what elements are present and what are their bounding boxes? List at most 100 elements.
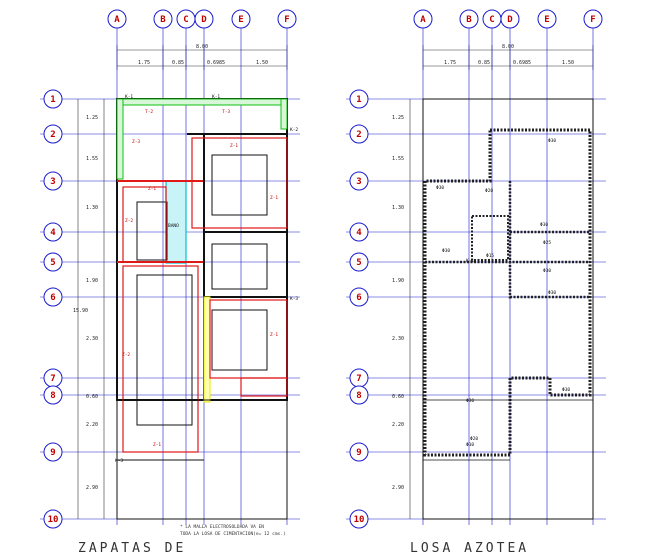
plan-left: 8.00 1.75 0.85 0.6985 1.50 [40, 28, 300, 555]
col-label-b-left: B [160, 15, 166, 25]
row-label-8-right: 8 [356, 391, 361, 401]
col-dim-2-r: 0.85 [478, 60, 490, 66]
row-bubble-4-left [43, 222, 63, 242]
col-bubble-e-left [231, 9, 251, 29]
label-z2-b: Z-2 [122, 352, 130, 358]
col-bubble-a-left [107, 9, 127, 29]
col-bubble-f-left [277, 9, 297, 29]
row-dim-1-r: 1.25 [392, 115, 404, 121]
row-gridlines-right [346, 98, 606, 520]
row-bubble-9-right [349, 442, 369, 462]
row-label-2-left: 2 [50, 130, 55, 140]
row-dim-5-r: 2.30 [392, 336, 404, 342]
row-dim-4: 1.90 [86, 278, 98, 284]
col-dim-4-r: 1.50 [562, 60, 574, 66]
row-bubble-4-right [349, 222, 369, 242]
col-bubble-d-left [194, 9, 214, 29]
col-label-e-right: E [544, 15, 549, 25]
col-label-d-right: D [507, 15, 513, 25]
col-label-d-left: D [201, 15, 207, 25]
row-dim-8: 2.90 [86, 485, 98, 491]
row-label-9-right: 9 [356, 448, 361, 458]
row-dim-2-r: 1.55 [392, 156, 404, 162]
col-bubble-b-right [459, 9, 479, 29]
label-k1-b: K-1 [212, 94, 220, 100]
row-label-4-left: 4 [50, 228, 56, 238]
row-bubble-5-right [349, 252, 369, 272]
row-bubble-3-right [349, 171, 369, 191]
total-height-left: 15.90 [73, 308, 88, 314]
row-dim-5: 2.30 [86, 336, 98, 342]
rebar-label-8: Φ30 [543, 268, 551, 274]
label-k3-b: K-3 [115, 458, 123, 464]
left-dimension-chain [77, 99, 105, 519]
col-bubble-b-left [153, 9, 173, 29]
row-bubble-8-right [349, 385, 369, 405]
rebar-label-13: Φ20 [470, 436, 478, 442]
rebar-label-7: Φ15 [486, 253, 494, 259]
plan-right: 8.00 1.75 0.85 0.6985 1.50 1. [346, 28, 606, 555]
col-label-c-left: C [183, 15, 188, 25]
row-bubble-5-left [43, 252, 63, 272]
label-z1-d: Z-1 [270, 195, 278, 201]
row-bubble-10-right [349, 509, 369, 529]
row-dim-6: 0.60 [86, 394, 98, 400]
row-label-3-left: 3 [50, 177, 55, 187]
row-label-5-right: 5 [356, 258, 361, 268]
row-label-1-left: 1 [50, 95, 55, 105]
row-label-6-right: 6 [356, 293, 361, 303]
label-z1-e: Z-1 [270, 332, 278, 338]
col-label-a-right: A [420, 15, 426, 25]
row-bubble-2-left [43, 124, 63, 144]
foundation-outline [116, 98, 288, 520]
col-dim-1-r: 1.75 [444, 60, 456, 66]
col-label-b-right: B [466, 15, 472, 25]
col-dim-2: 0.85 [172, 60, 184, 66]
label-z3: Z-3 [132, 139, 140, 145]
col-label-a-left: A [114, 15, 120, 25]
row-label-10-left: 10 [48, 515, 59, 525]
label-t3: T-3 [222, 109, 230, 115]
rebar-label-2: Φ30 [436, 185, 444, 191]
mesh-note-line-1: * LA MALLA ELECTROSOLDADA VA EN [180, 524, 264, 530]
row-bubble-6-left [43, 287, 63, 307]
col-bubble-a-right [413, 9, 433, 29]
row-dim-7-r: 2.20 [392, 422, 404, 428]
row-label-10-right: 10 [354, 515, 365, 525]
col-bubble-e-right [537, 9, 557, 29]
row-dim-3: 1.30 [86, 205, 98, 211]
col-bubble-f-right [583, 9, 603, 29]
row-dim-4-r: 1.90 [392, 278, 404, 284]
col-dim-1: 1.75 [138, 60, 150, 66]
row-bubble-1-left [43, 89, 63, 109]
roof-slab-outline [422, 98, 594, 520]
bath-label: BANO [168, 223, 179, 229]
label-k3-a: K-3 [290, 296, 298, 302]
col-label-f-right: F [590, 15, 595, 25]
row-bubble-2-right [349, 124, 369, 144]
col-dim-3-r: 0.6985 [513, 60, 531, 66]
rebar-label-1: Φ30 [548, 138, 556, 144]
label-z1-a: Z-1 [230, 143, 238, 149]
row-label-4-right: 4 [356, 228, 362, 238]
row-bubble-10-left [43, 509, 63, 529]
row-label-7-left: 7 [50, 374, 55, 384]
rebar-label-5: Φ25 [543, 240, 551, 246]
row-bubble-8-left [43, 385, 63, 405]
row-bubbles-right [349, 89, 369, 529]
mesh-note-line-2: TODA LA LOSA DE CIMENTACION(e= 12 cms.) [180, 531, 286, 537]
overall-width-right: 8.00 [502, 44, 514, 50]
row-dim-2: 1.55 [86, 156, 98, 162]
col-dim-3: 0.6985 [207, 60, 225, 66]
column-bubbles-right [413, 9, 603, 29]
row-label-3-right: 3 [356, 177, 361, 187]
row-bubbles-left [43, 89, 63, 529]
col-label-f-left: F [284, 15, 289, 25]
row-label-9-left: 9 [50, 448, 55, 458]
rebar-label-6: Φ30 [442, 248, 450, 254]
row-bubble-3-left [43, 171, 63, 191]
row-label-7-right: 7 [356, 374, 361, 384]
row-dim-3-r: 1.30 [392, 205, 404, 211]
rebar-label-14: K-1 [466, 258, 474, 264]
